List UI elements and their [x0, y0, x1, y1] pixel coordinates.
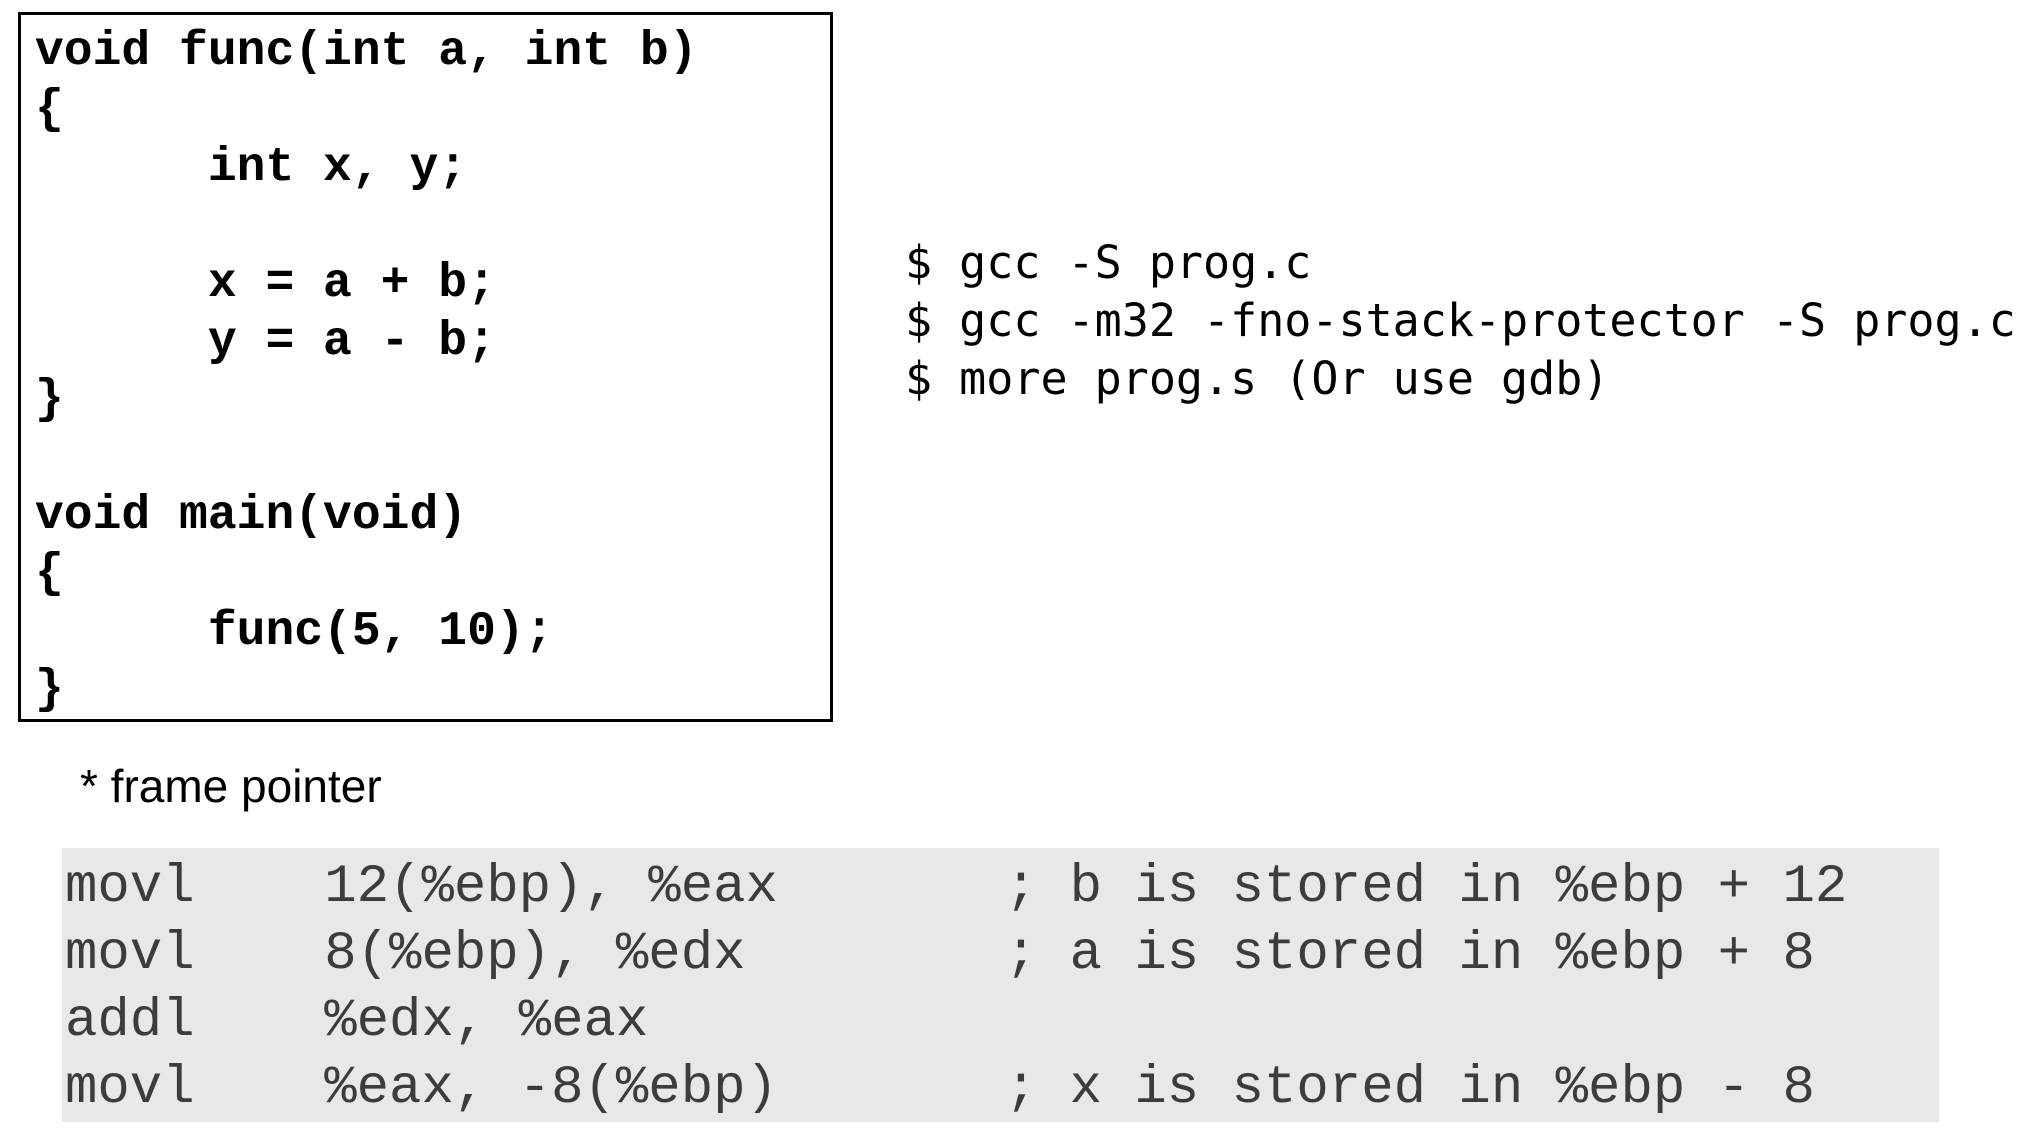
c-code-line: }	[35, 373, 64, 427]
c-code-line	[35, 197, 830, 255]
c-code-line: int x, y;	[35, 141, 468, 195]
c-code-line: x = a + b;	[35, 257, 496, 311]
terminal-command-line: $ gcc -m32 -fno-stack-protector -S prog.…	[905, 294, 2016, 347]
assembly-line: movl 12(%ebp), %eax ; b is stored in %eb…	[65, 857, 1848, 918]
c-code-line: {	[35, 547, 64, 601]
c-code-line: }	[35, 663, 64, 717]
c-source-code-panel: void func(int a, int b) { int x, y; x = …	[18, 12, 833, 722]
assembly-line: movl %eax, -8(%ebp) ; x is stored in %eb…	[65, 1058, 1815, 1119]
c-code-line: func(5, 10);	[35, 605, 554, 659]
c-code-line: void func(int a, int b)	[35, 25, 698, 79]
terminal-command-line: $ gcc -S prog.c	[905, 236, 1312, 289]
c-code-line: y = a - b;	[35, 315, 496, 369]
terminal-command-line: $ more prog.s (Or use gdb)	[905, 352, 1610, 405]
terminal-commands: $ gcc -S prog.c $ gcc -m32 -fno-stack-pr…	[905, 234, 2016, 408]
c-code-line: {	[35, 83, 64, 137]
assembly-line: addl %edx, %eax	[65, 991, 649, 1052]
c-code-line	[35, 429, 830, 487]
frame-pointer-note: * frame pointer	[80, 760, 382, 812]
c-code-line: void main(void)	[35, 489, 468, 543]
assembly-output-panel: movl 12(%ebp), %eax ; b is stored in %eb…	[62, 848, 1939, 1122]
assembly-line: movl 8(%ebp), %edx ; a is stored in %ebp…	[65, 924, 1815, 985]
